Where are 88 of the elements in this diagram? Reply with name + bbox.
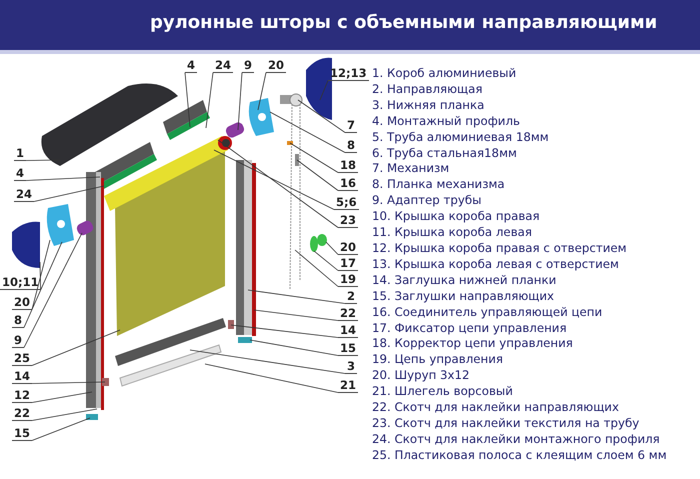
leader-line	[290, 142, 338, 173]
callout-number: 20	[12, 295, 32, 310]
callout-number: 7	[345, 118, 358, 133]
parts-list-item: 5. Труба алюминиевая 18мм	[372, 130, 550, 146]
callout-number: 19	[338, 272, 358, 287]
leader-line	[238, 72, 242, 130]
callout-number: 8	[12, 313, 24, 328]
leader-line	[184, 72, 190, 128]
leader-line	[32, 330, 120, 366]
callout-number: 16	[338, 176, 358, 191]
parts-list-item: 16. Соединитель управляющей цепи	[372, 304, 604, 320]
callout-number: 2	[345, 289, 358, 304]
callout-number: 15	[338, 341, 358, 356]
leader-line	[298, 100, 346, 133]
parts-list-item: 19. Цепь управления	[372, 352, 504, 368]
parts-list-item: 8. Планка механизма	[372, 177, 506, 194]
callout-number: 24	[213, 58, 234, 73]
leader-line	[320, 80, 328, 100]
leader-line	[314, 250, 338, 271]
leader-line	[24, 242, 62, 328]
parts-list-item: 4. Монтажный профиль	[372, 114, 521, 130]
parts-list-item: 23. Скотч для наклейки текстиля на трубу	[372, 416, 640, 432]
parts-list-item: 18. Корректор цепи управления	[372, 336, 574, 352]
callout-number: 14	[338, 323, 358, 338]
parts-list-item: 6. Труба стальная18мм	[372, 146, 518, 162]
parts-list-item: 22. Скотч для наклейки направляющих	[372, 400, 620, 416]
parts-list-item: 17. Фиксатор цепи управления	[372, 320, 568, 336]
callout-number: 4	[185, 58, 198, 73]
leader-line	[214, 150, 334, 210]
leader-line	[250, 340, 338, 356]
parts-list-item: 20. Шуруп 3x12	[372, 368, 471, 384]
leader-line	[204, 364, 338, 393]
parts-list-item: 15. Заглушки направляющих	[372, 288, 556, 305]
leader-line	[26, 176, 100, 181]
leader-line	[218, 140, 338, 228]
callout-number: 9	[242, 58, 254, 73]
callout-number: 5;6	[334, 195, 359, 210]
callout-number: 9	[12, 333, 24, 348]
callout-number: 4	[14, 166, 26, 181]
leader-line	[32, 382, 106, 384]
leader-line	[40, 262, 41, 290]
callout-number: 15	[12, 426, 32, 441]
callout-number: 21	[338, 378, 358, 393]
leader-line	[190, 350, 346, 374]
leader-line	[32, 240, 50, 310]
parts-list-item: 3. Нижняя планка	[372, 98, 486, 114]
leader-line	[254, 310, 338, 321]
callout-number: 12	[12, 388, 32, 403]
parts-list-item: 10. Крышка короба правая	[372, 209, 541, 226]
callout-number: 14	[12, 369, 32, 384]
parts-list-item: 11. Крышка короба левая	[372, 225, 533, 241]
title: рулонные шторы с объемными направляющими	[150, 12, 658, 33]
parts-list-item: 1. Короб алюминиевый	[372, 66, 518, 82]
parts-list-item: 13. Крышка короба левая с отверстием	[372, 256, 620, 273]
parts-list-item: 9. Адаптер трубы	[372, 193, 482, 210]
callout-number: 20	[338, 240, 358, 255]
parts-list-item: 25. Пластиковая полоса с клеящим слоем 6 мм	[372, 448, 667, 464]
leader-line	[32, 418, 90, 441]
leader-line	[258, 72, 266, 110]
leader-line	[230, 324, 338, 338]
parts-list-item: 14. Заглушка нижней планки	[372, 272, 558, 289]
parts-list-item: 7. Механизм	[372, 161, 450, 178]
parts-list-item: 24. Скотч для наклейки монтажного профиля	[372, 432, 661, 448]
leader-line	[326, 242, 338, 255]
callout-number: 17	[338, 256, 358, 271]
callout-number: 24	[14, 187, 34, 202]
parts-list-item: 12. Крышка короба правая с отверстием	[372, 240, 628, 257]
callout-number: 18	[338, 158, 358, 173]
callout-number: 1	[14, 146, 26, 161]
callout-number: 10;11	[0, 275, 41, 290]
callout-number: 22	[338, 306, 358, 321]
callout-number: 3	[345, 359, 358, 374]
leader-line	[32, 392, 92, 403]
leader-line	[296, 160, 338, 191]
leader-line	[24, 232, 82, 348]
parts-list-item: 21. Шлегель ворсовый	[372, 384, 514, 400]
callout-number: 23	[338, 213, 358, 228]
leader-line	[32, 408, 98, 421]
callout-number: 8	[345, 138, 358, 153]
callout-number: 20	[266, 58, 286, 73]
parts-list-item: 2. Направляющая	[372, 82, 484, 98]
leader-line	[270, 112, 346, 153]
leader-line	[294, 250, 338, 287]
leader-line	[248, 290, 346, 304]
callout-number: 22	[12, 406, 32, 421]
leader-line	[34, 186, 104, 202]
callout-number: 25	[12, 351, 32, 366]
leader-line	[206, 72, 214, 128]
